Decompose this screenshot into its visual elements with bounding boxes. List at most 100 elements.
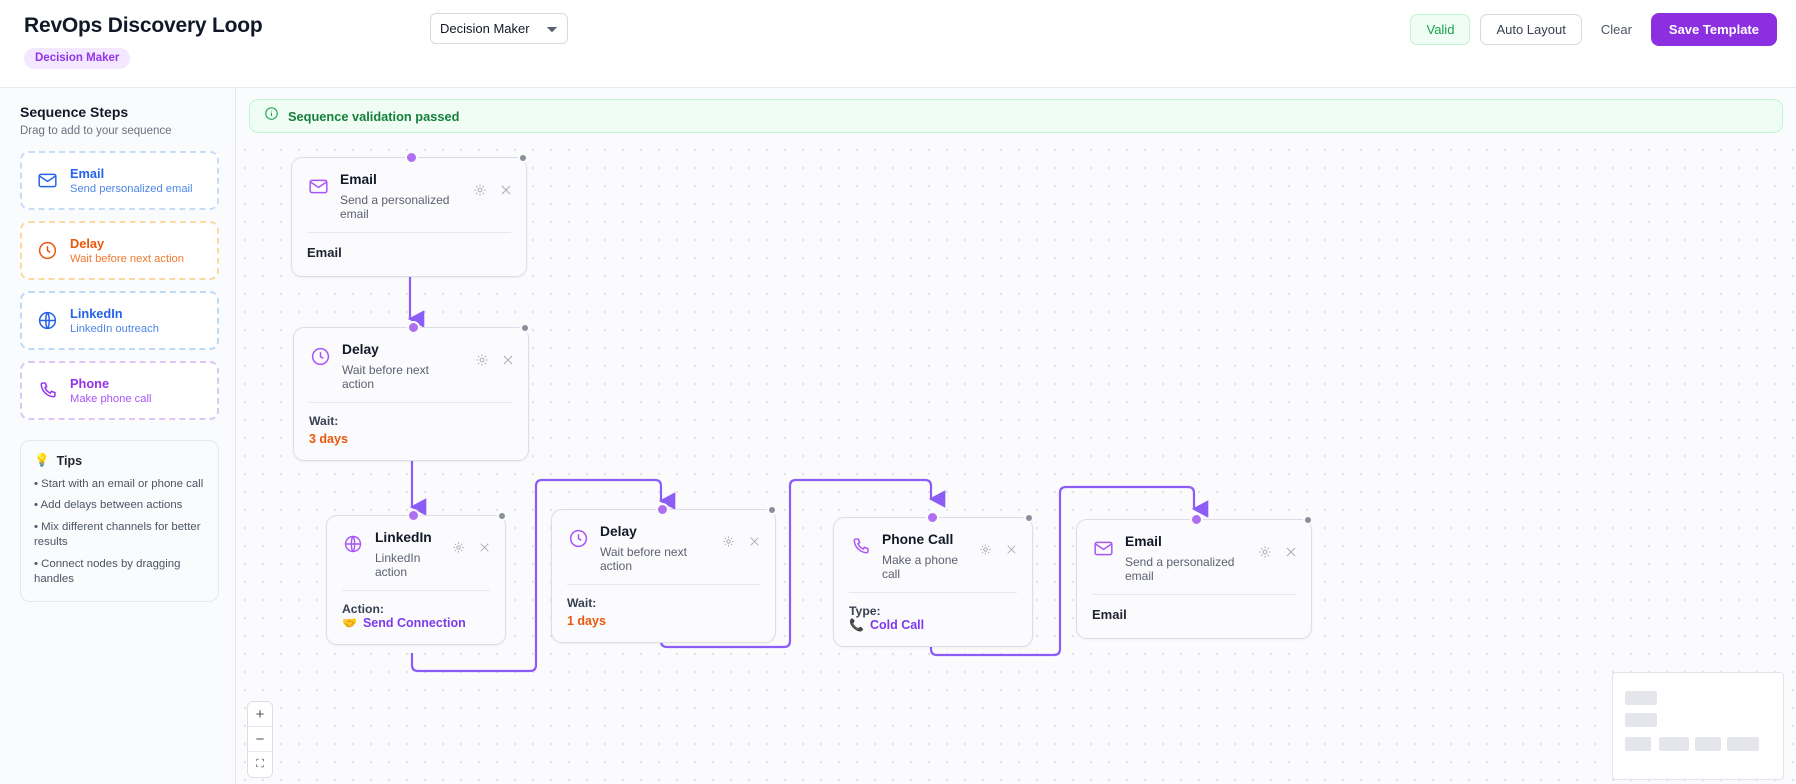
node-title: Email [1125, 534, 1162, 549]
node-description: LinkedIn action [375, 551, 421, 579]
validation-status-button[interactable]: Valid [1410, 14, 1471, 45]
phone-icon [849, 535, 871, 557]
minimap-node [1659, 737, 1689, 751]
palette-item-delay[interactable]: Delay Wait before next action [20, 221, 219, 280]
palette-item-desc: Wait before next action [70, 253, 185, 265]
tip-item: • Add delays between actions [34, 499, 183, 512]
palette-item-phone[interactable]: Phone Make phone call [20, 361, 219, 420]
palette-item-name: Delay [70, 236, 105, 251]
node-input-handle[interactable] [405, 151, 418, 164]
node-divider [849, 592, 1017, 593]
node-description: Make a phone call [882, 553, 959, 581]
persona-badge: Decision Maker [24, 48, 131, 69]
close-icon[interactable] [478, 541, 492, 555]
node-linkedin-1[interactable]: LinkedIn LinkedIn action [326, 509, 507, 645]
auto-layout-button[interactable]: Auto Layout [1480, 14, 1582, 45]
node-delay-2[interactable]: Delay Wait before next action [551, 503, 777, 643]
gear-icon[interactable] [1258, 545, 1272, 559]
close-icon[interactable] [1284, 545, 1298, 559]
palette-item-linkedin[interactable]: LinkedIn LinkedIn outreach [20, 291, 219, 350]
palette-item-desc: LinkedIn outreach [70, 323, 159, 335]
node-title: Delay [342, 342, 379, 357]
clear-button[interactable]: Clear [1592, 14, 1641, 45]
sidebar-subtitle: Drag to add to your sequence [20, 125, 172, 137]
node-toolbar [979, 543, 1019, 557]
minimap-node [1625, 691, 1657, 705]
fit-view-button[interactable]: ⛶ [248, 752, 272, 777]
node-description: Send a personalized email [1125, 555, 1235, 583]
lightbulb-icon: 💡 [34, 453, 50, 467]
node-header: Email Send a personalized email [292, 158, 526, 232]
close-icon[interactable] [1005, 543, 1019, 557]
palette-item-email[interactable]: Email Send personalized email [20, 151, 219, 210]
close-icon[interactable] [748, 535, 762, 549]
gear-icon[interactable] [979, 543, 993, 557]
node-input-handle[interactable] [656, 503, 669, 516]
node-toolbar [1258, 545, 1298, 559]
header-actions: Valid Auto Layout Clear Save Template [1410, 13, 1777, 46]
zoom-out-button[interactable]: − [248, 727, 272, 752]
node-output-handle[interactable] [520, 323, 530, 333]
gear-icon[interactable] [452, 541, 466, 555]
node-toolbar [722, 535, 762, 549]
close-icon[interactable] [501, 353, 515, 367]
node-body: Email [1077, 595, 1311, 638]
node-output-handle[interactable] [767, 505, 777, 515]
node-output-handle[interactable] [1303, 515, 1313, 525]
node-email-2[interactable]: Email Send a personalized email [1076, 513, 1313, 639]
node-title-group: Delay Wait before next action [342, 342, 464, 391]
node-output-handle[interactable] [497, 511, 507, 521]
node-body-label: Email [1092, 607, 1127, 622]
save-template-button[interactable]: Save Template [1650, 13, 1777, 46]
persona-select[interactable]: Decision Maker [430, 13, 568, 44]
node-divider [309, 402, 513, 403]
minimap-node [1695, 737, 1721, 751]
palette-item-name: Phone [70, 376, 110, 391]
node-header: Delay Wait before next action [294, 328, 528, 402]
handshake-icon: 🤝 [342, 616, 357, 630]
zoom-in-button[interactable]: + [248, 702, 272, 727]
envelope-icon [307, 175, 329, 197]
node-body-label: Wait: [309, 414, 339, 428]
node-body-value-row: 🤝 Send Connection [342, 616, 490, 630]
node-output-handle[interactable] [1024, 513, 1034, 523]
tip-item: • Mix different channels for better resu… [34, 520, 201, 549]
node-input-handle[interactable] [407, 321, 420, 334]
tips-panel: 💡 Tips • Start with an email or phone ca… [20, 440, 219, 603]
app-body: Sequence Steps Drag to add to your seque… [0, 88, 1796, 784]
gear-icon[interactable] [475, 353, 489, 367]
page-title: RevOps Discovery Loop [24, 14, 263, 37]
node-description: Wait before next action [342, 363, 429, 391]
workflow-canvas[interactable]: Email Send a personalized email [236, 141, 1796, 784]
node-email-1[interactable]: Email Send a personalized email [291, 151, 528, 277]
node-input-handle[interactable] [407, 509, 420, 522]
app-header: RevOps Discovery Loop Decision Maker Dec… [0, 0, 1796, 88]
node-body: Wait: 1 days [552, 585, 775, 642]
node-divider [567, 584, 760, 585]
clock-icon [36, 240, 58, 262]
node-output-handle[interactable] [518, 153, 528, 163]
sidebar: Sequence Steps Drag to add to your seque… [0, 88, 236, 784]
node-delay-1[interactable]: Delay Wait before next action [293, 321, 530, 461]
minimap-node [1625, 713, 1657, 727]
phone-icon [36, 380, 58, 402]
node-description: Send a personalized email [340, 193, 450, 221]
gear-icon[interactable] [473, 183, 487, 197]
tips-heading: Tips [56, 453, 83, 468]
node-header: Phone Call Make a phone call [834, 518, 1032, 592]
minimap[interactable] [1612, 672, 1784, 780]
node-title-group: Delay Wait before next action [600, 524, 711, 573]
globe-icon [342, 533, 364, 555]
header-left: RevOps Discovery Loop Decision Maker [0, 0, 263, 69]
node-body: Action: 🤝 Send Connection [327, 591, 505, 644]
close-icon[interactable] [499, 183, 513, 197]
gear-icon[interactable] [722, 535, 736, 549]
node-body-value: Send Connection [362, 616, 466, 630]
palette-item-desc: Send personalized email [70, 183, 193, 195]
node-input-handle[interactable] [1190, 513, 1203, 526]
node-header: Delay Wait before next action [552, 510, 775, 584]
canvas-column: Sequence validation passed [236, 88, 1796, 784]
palette-item-name: LinkedIn [70, 306, 123, 321]
node-input-handle[interactable] [926, 511, 939, 524]
node-phone-1[interactable]: Phone Call Make a phone call [833, 511, 1034, 647]
